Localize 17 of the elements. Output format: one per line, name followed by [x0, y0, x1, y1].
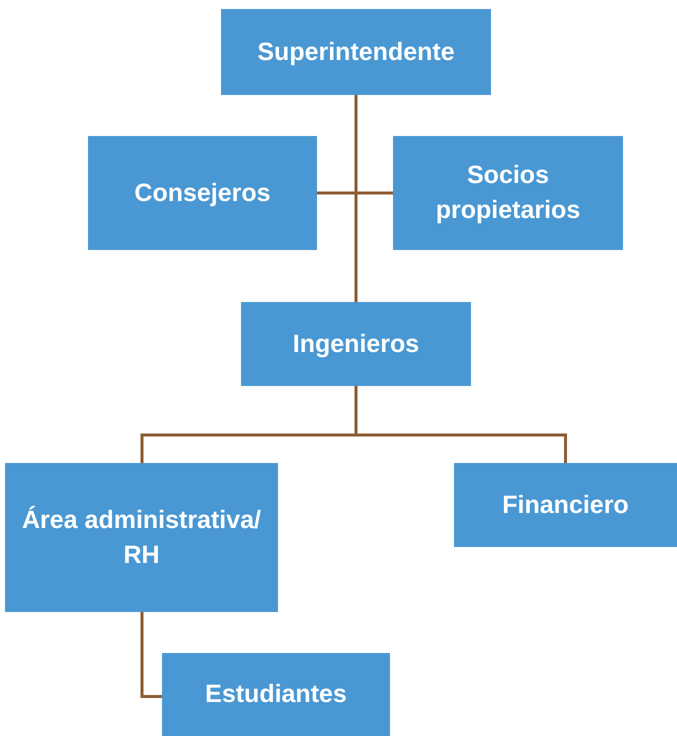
org-box: [393, 136, 623, 250]
org-box: [221, 9, 491, 95]
org-box: [241, 302, 471, 386]
role-label: Ingenieros: [292, 328, 420, 360]
role-label: Socios propietarios: [434, 160, 582, 226]
role-label: Estudiantes: [205, 679, 347, 710]
role-label: Superintendente: [257, 36, 455, 68]
org-box: [88, 136, 317, 250]
org-box: [454, 463, 677, 547]
role-label: Consejeros: [134, 178, 271, 208]
connector-line: [140, 612, 162, 698]
role-label: Área administrativa/ RH: [21, 504, 262, 570]
role-label: Financiero: [502, 490, 629, 520]
org-box: [162, 653, 390, 736]
connector-line: [354, 386, 567, 463]
org-box: [5, 463, 278, 612]
connector-line: [354, 95, 358, 302]
